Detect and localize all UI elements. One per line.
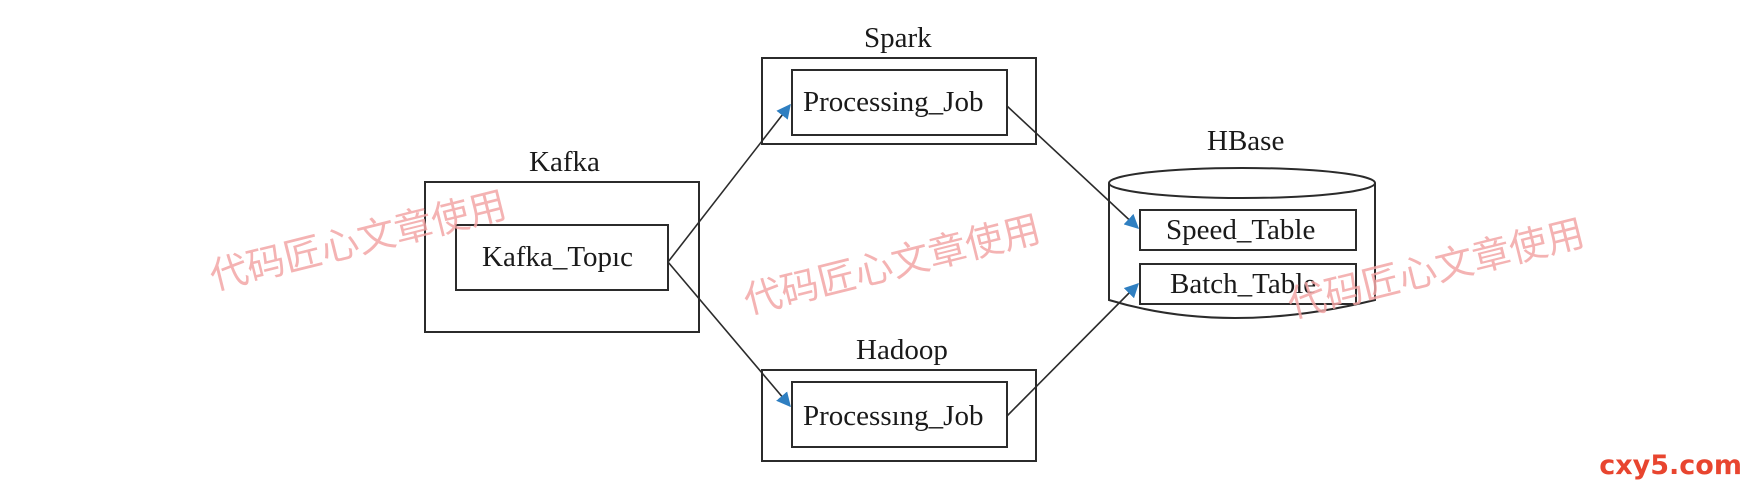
spark-outer-box [761,57,1037,145]
speed-table-box [1139,209,1357,251]
hadoop-outer-box [761,369,1037,462]
hadoop-job-label: Processıng_Job [803,400,984,432]
hbase-cylinder-top [1108,167,1376,199]
kafka-outer-box [424,181,700,333]
batch-table-box [1139,263,1357,305]
kafka-topic-box [455,224,669,291]
spark-title: Spark [864,22,932,54]
kafka-topic-label: Kafka_Topıc [482,241,633,273]
spark-job-label: Processing_Job [803,86,984,118]
hbase-title: HBase [1207,125,1285,157]
spark-job-box [791,69,1008,136]
hbase-cylinder-body [1108,183,1376,319]
arrow-hadoop-to-batch-table [1006,282,1140,417]
batch-table-label: Batch_Table [1170,268,1317,300]
arrow-spark-to-speed-table [1006,105,1140,229]
site-watermark: cxy5.com [1599,450,1742,481]
speed-table-label: Speed_Table [1166,214,1316,246]
kafka-title: Kafka [529,146,600,178]
hadoop-job-box [791,381,1008,448]
arrow-kafka-to-spark [667,103,791,263]
arrow-kafka-to-hadoop [667,261,791,408]
hadoop-title: Hadoop [856,334,948,366]
